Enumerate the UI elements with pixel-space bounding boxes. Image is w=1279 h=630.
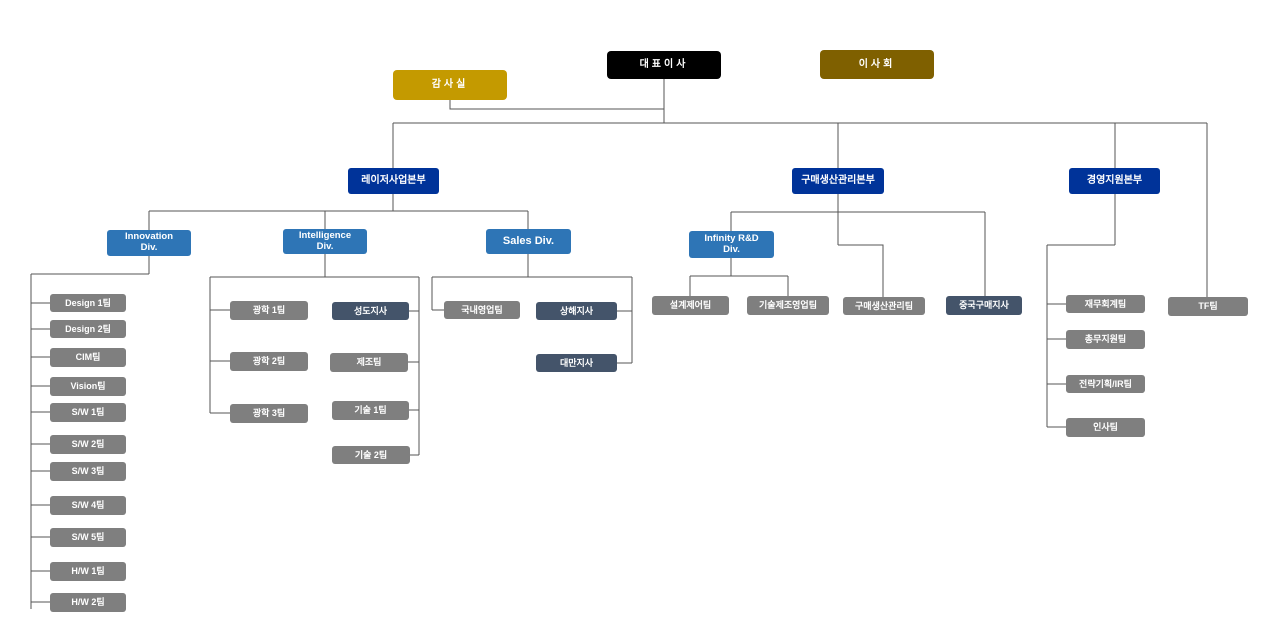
team-optics-1: 광학 1팀 bbox=[230, 301, 308, 320]
team-optics-3: 광학 3팀 bbox=[230, 404, 308, 423]
sales-div-box: Sales Div. bbox=[486, 229, 571, 254]
team-purchase-production: 구매생산관리팀 bbox=[843, 297, 925, 315]
team-hw-2: H/W 2팀 bbox=[50, 593, 126, 612]
team-hw-1: H/W 1팀 bbox=[50, 562, 126, 581]
team-tf: TF팀 bbox=[1168, 297, 1248, 316]
team-cim: CIM팀 bbox=[50, 348, 126, 367]
mgmt-hq-box: 경영지원본부 bbox=[1069, 168, 1160, 194]
branch-chengdu: 성도지사 bbox=[332, 302, 409, 320]
team-tech-2: 기술 2팀 bbox=[332, 446, 410, 464]
team-optics-2: 광학 2팀 bbox=[230, 352, 308, 371]
branch-shanghai: 상해지사 bbox=[536, 302, 617, 320]
branch-china-purchase: 중국구매지사 bbox=[946, 296, 1022, 315]
branch-taiwan: 대만지사 bbox=[536, 354, 617, 372]
team-design-control: 설계제어팀 bbox=[652, 296, 729, 315]
laser-hq-box: 레이저사업본부 bbox=[348, 168, 439, 194]
team-design-2: Design 2팀 bbox=[50, 320, 126, 338]
team-vision: Vision팀 bbox=[50, 377, 126, 396]
infinity-div-box: Infinity R&D Div. bbox=[689, 231, 774, 258]
innovation-div-box: Innovation Div. bbox=[107, 230, 191, 256]
intelligence-div-box: Intelligence Div. bbox=[283, 229, 367, 254]
ceo-box: 대표이사 bbox=[607, 51, 721, 79]
team-hr: 인사팀 bbox=[1066, 418, 1145, 437]
team-finance: 재무회계팀 bbox=[1066, 295, 1145, 313]
team-design-1: Design 1팀 bbox=[50, 294, 126, 312]
board-box: 이사회 bbox=[820, 50, 934, 79]
team-tech-1: 기술 1팀 bbox=[332, 401, 409, 420]
purchase-hq-box: 구매생산관리본부 bbox=[792, 168, 884, 194]
team-general-affairs: 총무지원팀 bbox=[1066, 330, 1145, 349]
team-sw-4: S/W 4팀 bbox=[50, 496, 126, 515]
team-sw-5: S/W 5팀 bbox=[50, 528, 126, 547]
team-sw-2: S/W 2팀 bbox=[50, 435, 126, 454]
team-manufacturing: 제조팀 bbox=[330, 353, 408, 372]
team-domestic-sales: 국내영업팀 bbox=[444, 301, 520, 319]
team-sw-3: S/W 3팀 bbox=[50, 462, 126, 481]
team-sw-1: S/W 1팀 bbox=[50, 403, 126, 422]
audit-office-box: 감사실 bbox=[393, 70, 507, 100]
team-tech-mfg-sales: 기술제조영업팀 bbox=[747, 296, 829, 315]
team-strategy-ir: 전략기획/IR팀 bbox=[1066, 375, 1145, 393]
